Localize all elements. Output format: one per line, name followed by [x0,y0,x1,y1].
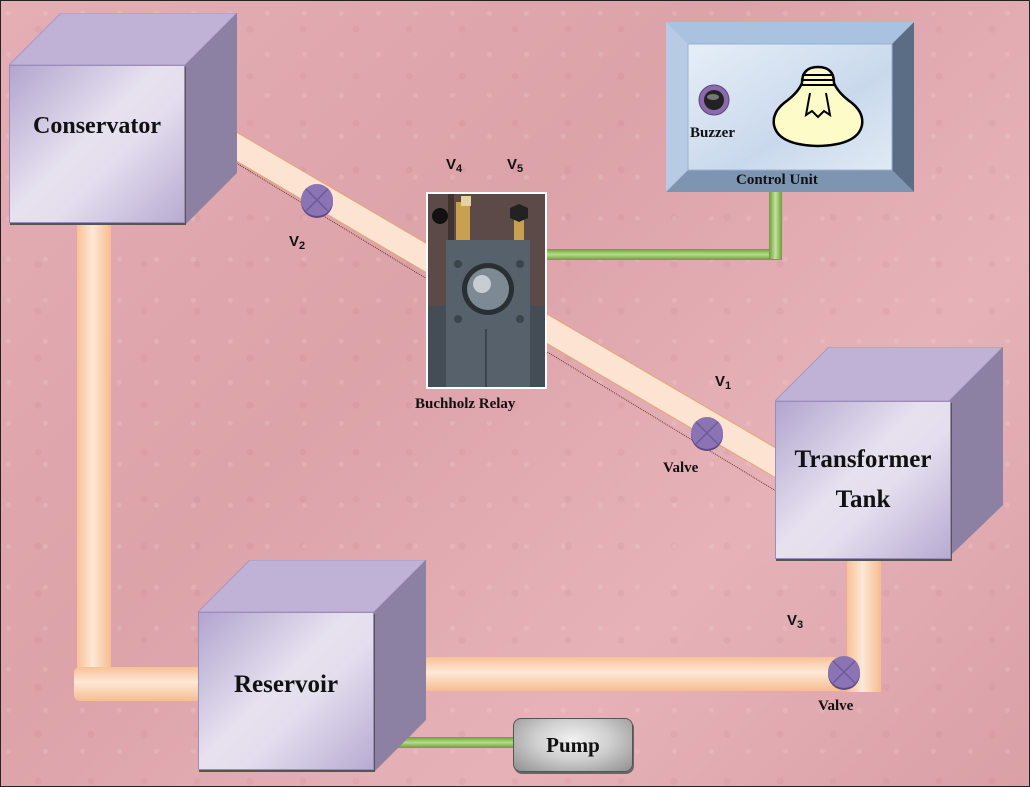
buchholz-relay-image[interactable] [426,192,547,389]
reservoir-to-pump-wire [396,737,516,748]
valve-v2-label: V2 [289,233,305,252]
conservator-cube-shape [9,13,238,225]
control-unit[interactable]: Buzzer Control Unit [666,22,914,192]
valve-v2-sub: 2 [299,240,306,252]
valve-v3-sub: 3 [797,619,804,631]
valve-v3-caption: Valve [818,698,854,714]
conservator-tank[interactable]: Conservator [9,13,238,225]
valve-v3-icon[interactable] [827,656,861,690]
valve-v4-sub: 4 [456,163,463,175]
valve-v1-icon[interactable] [690,417,724,451]
light-bulb-icon [772,65,864,148]
valve-v1-caption: Valve [663,460,699,476]
buzzer-icon[interactable] [698,84,732,118]
valve-v2-letter: V [289,233,300,250]
valve-v4-letter: V [446,156,457,173]
left-elbow-pipe [74,667,202,701]
valve-v2-icon[interactable] [300,184,334,218]
transformer-label-line2: Tank [835,486,891,513]
valve-v3-letter: V [787,612,798,629]
transformer-cube-shape [775,347,1004,557]
valve-v4-label: V4 [446,156,462,175]
buchholz-relay-illustration [428,194,545,387]
left-vertical-pipe [77,223,111,673]
valve-v3-label: V3 [787,612,803,631]
control-unit-wire-vertical [769,191,782,259]
buzzer-label: Buzzer [690,125,735,141]
reservoir-tank[interactable]: Reservoir [198,560,427,772]
pump[interactable]: Pump [513,718,633,772]
transformer-label-line1: Transformer [794,446,932,473]
conservator-label: Conservator [33,113,161,139]
pump-label: Pump [546,732,600,757]
reservoir-label: Reservoir [233,671,339,698]
valve-v1-label: V1 [715,373,731,392]
reservoir-cube-shape [198,560,427,772]
valve-v5-label: V5 [507,156,523,175]
transformer-tank[interactable]: Transformer Tank [775,347,1004,559]
valve-v1-letter: V [715,373,726,390]
buchholz-relay-label: Buchholz Relay [415,396,516,412]
bottom-horizontal-pipe [421,657,881,691]
valve-v5-sub: 5 [517,163,524,175]
valve-v1-sub: 1 [725,380,732,392]
control-unit-label: Control Unit [736,172,818,188]
valve-v5-letter: V [507,156,518,173]
relay-to-control-wire [546,249,782,260]
